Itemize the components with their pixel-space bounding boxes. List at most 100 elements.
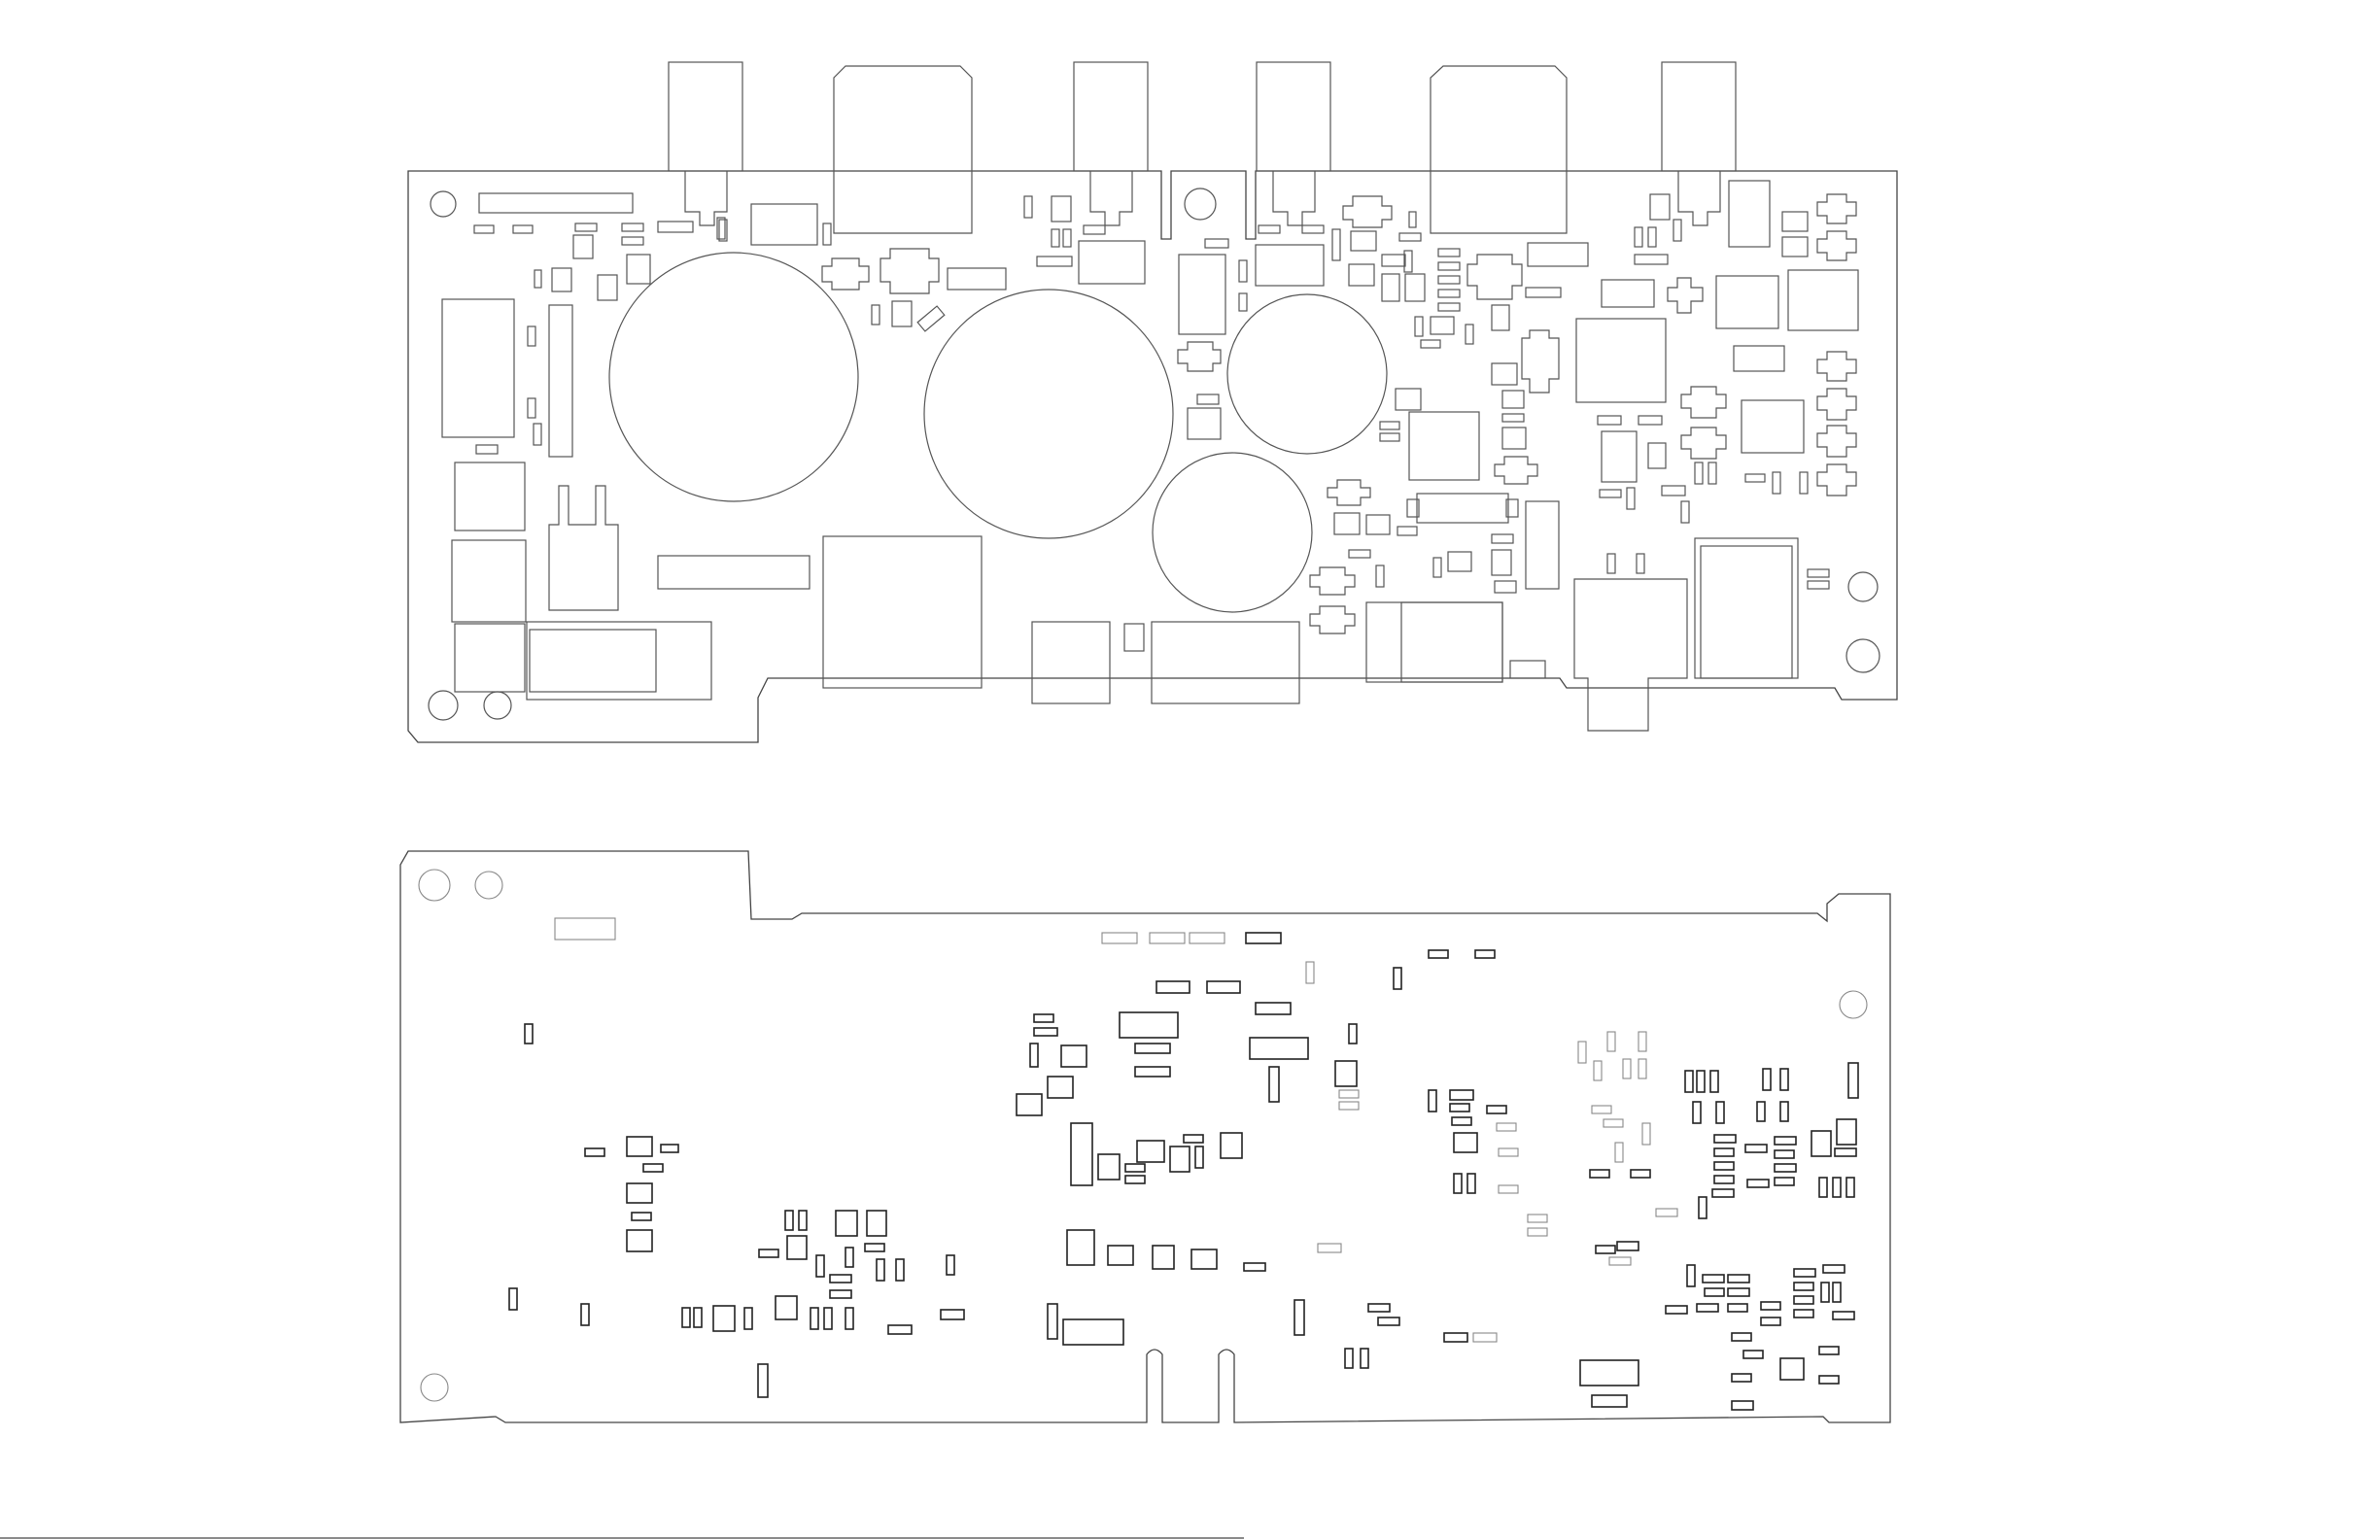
smd-diode — [1269, 1067, 1279, 1102]
smd-resistor — [1378, 1318, 1399, 1325]
transistor-dpak — [880, 249, 939, 293]
header-strip — [658, 556, 810, 589]
mounting-hole-icon — [1185, 188, 1216, 220]
smd-resistor — [1487, 1106, 1506, 1113]
smd-ic-small — [1153, 1246, 1174, 1269]
smd-ic-small — [1098, 1154, 1120, 1180]
smd-resistor — [1452, 1117, 1471, 1125]
smd-resistor — [1710, 1071, 1718, 1092]
smd-resistor — [509, 1288, 517, 1310]
smd-resistor — [1666, 1306, 1687, 1314]
smd-resistor — [1592, 1106, 1611, 1113]
transformer-3 — [455, 624, 525, 692]
smd-resistor — [1502, 414, 1524, 422]
smd-resistor — [1631, 1170, 1650, 1178]
smd-resistor — [717, 218, 725, 239]
smd-resistor — [1808, 569, 1829, 577]
transistor-sot — [1668, 278, 1703, 313]
smd-resistor — [1380, 422, 1399, 429]
smd-resistor — [1438, 276, 1460, 284]
smd-resistor — [1339, 1102, 1359, 1110]
smd-ic-small — [1017, 1094, 1042, 1115]
connector-jack-2-lead — [1090, 171, 1132, 225]
smd-resistor — [1084, 225, 1105, 234]
smd-ic-small — [1650, 194, 1670, 220]
mounting-hole-icon — [429, 691, 458, 720]
smd-resistor — [1380, 433, 1399, 441]
smd-diode — [1294, 1300, 1304, 1335]
smd-resistor — [1205, 239, 1228, 248]
smd-resistor — [694, 1308, 702, 1327]
smd-ic-small — [713, 1306, 735, 1331]
connector-box — [1695, 538, 1798, 678]
connector-box — [1152, 622, 1299, 703]
smd-resistor — [1780, 1102, 1788, 1121]
connector-power — [1574, 579, 1687, 731]
smd-resistor — [759, 1249, 778, 1257]
smd-resistor — [1256, 1003, 1291, 1014]
smd-resistor — [1438, 249, 1460, 257]
smd-ic — [1250, 1038, 1308, 1059]
connector-large-1 — [834, 66, 972, 233]
smd-resistor — [1492, 534, 1513, 543]
smd-ic-small — [1492, 363, 1517, 385]
smd-resistor — [1617, 1242, 1638, 1250]
smd-resistor — [799, 1211, 807, 1230]
smd-resistor — [1239, 293, 1247, 311]
capacitor-electrolytic-2 — [924, 290, 1173, 538]
smd-resistor — [1687, 1265, 1695, 1286]
smd-resistor — [1349, 1024, 1357, 1044]
smd-resistor — [941, 1310, 964, 1319]
smd-resistor — [1244, 1263, 1265, 1271]
transistor-sot — [1310, 567, 1355, 595]
transistor-sot — [1817, 464, 1856, 496]
smd-ic-small — [1124, 624, 1144, 651]
smd-resistor — [1728, 1288, 1749, 1296]
mounting-hole-icon — [431, 191, 456, 217]
smd-ic-small — [1510, 661, 1545, 678]
smd-resistor — [1775, 1164, 1796, 1172]
smd-resistor — [1592, 1395, 1627, 1407]
smd-resistor — [1415, 317, 1423, 336]
smd-resistor — [1703, 1275, 1724, 1283]
smd-resistor — [1732, 1333, 1751, 1341]
smd-resistor — [1642, 1123, 1650, 1145]
smd-resistor — [1607, 1032, 1615, 1051]
smd-resistor — [622, 223, 643, 231]
smd-resistor — [1454, 1174, 1462, 1193]
smd-ic-small — [552, 268, 571, 291]
smd-resistor — [1475, 950, 1495, 958]
smd-resistor — [1623, 1059, 1631, 1078]
smd-resistor — [1578, 1042, 1586, 1063]
smd-resistor — [1794, 1269, 1815, 1277]
smd-resistor — [1604, 1119, 1623, 1127]
smd-resistor — [1697, 1304, 1718, 1312]
smd-ic — [1580, 1360, 1638, 1386]
connector-large-2 — [1431, 66, 1567, 233]
smd-ic-small — [1048, 1077, 1073, 1098]
transistor-sot — [1178, 342, 1221, 371]
transistor-dpak — [1467, 255, 1522, 299]
smd-resistor — [658, 222, 693, 232]
smd-ic-small — [867, 1211, 886, 1236]
qfp-ic — [1409, 412, 1479, 480]
smd-ic-large — [1716, 276, 1778, 328]
smd-resistor — [1637, 554, 1644, 573]
transistor-dpak — [1522, 330, 1559, 393]
smd-ic-small — [627, 255, 650, 284]
connector-box — [1032, 622, 1110, 703]
capacitor-electrolytic-3 — [1227, 294, 1387, 454]
smd-resistor — [1473, 1333, 1497, 1342]
smd-resistor — [888, 1325, 912, 1334]
smd-resistor — [1037, 257, 1072, 266]
smd-resistor — [1450, 1090, 1473, 1100]
smd-resistor — [1697, 1071, 1705, 1092]
smd-resistor — [1714, 1148, 1734, 1156]
smd-resistor — [824, 1308, 832, 1329]
smd-ic-small — [1221, 1133, 1242, 1158]
top-board — [408, 62, 1897, 742]
smd-ic-small — [1108, 1246, 1133, 1265]
transformer-1 — [455, 462, 525, 530]
